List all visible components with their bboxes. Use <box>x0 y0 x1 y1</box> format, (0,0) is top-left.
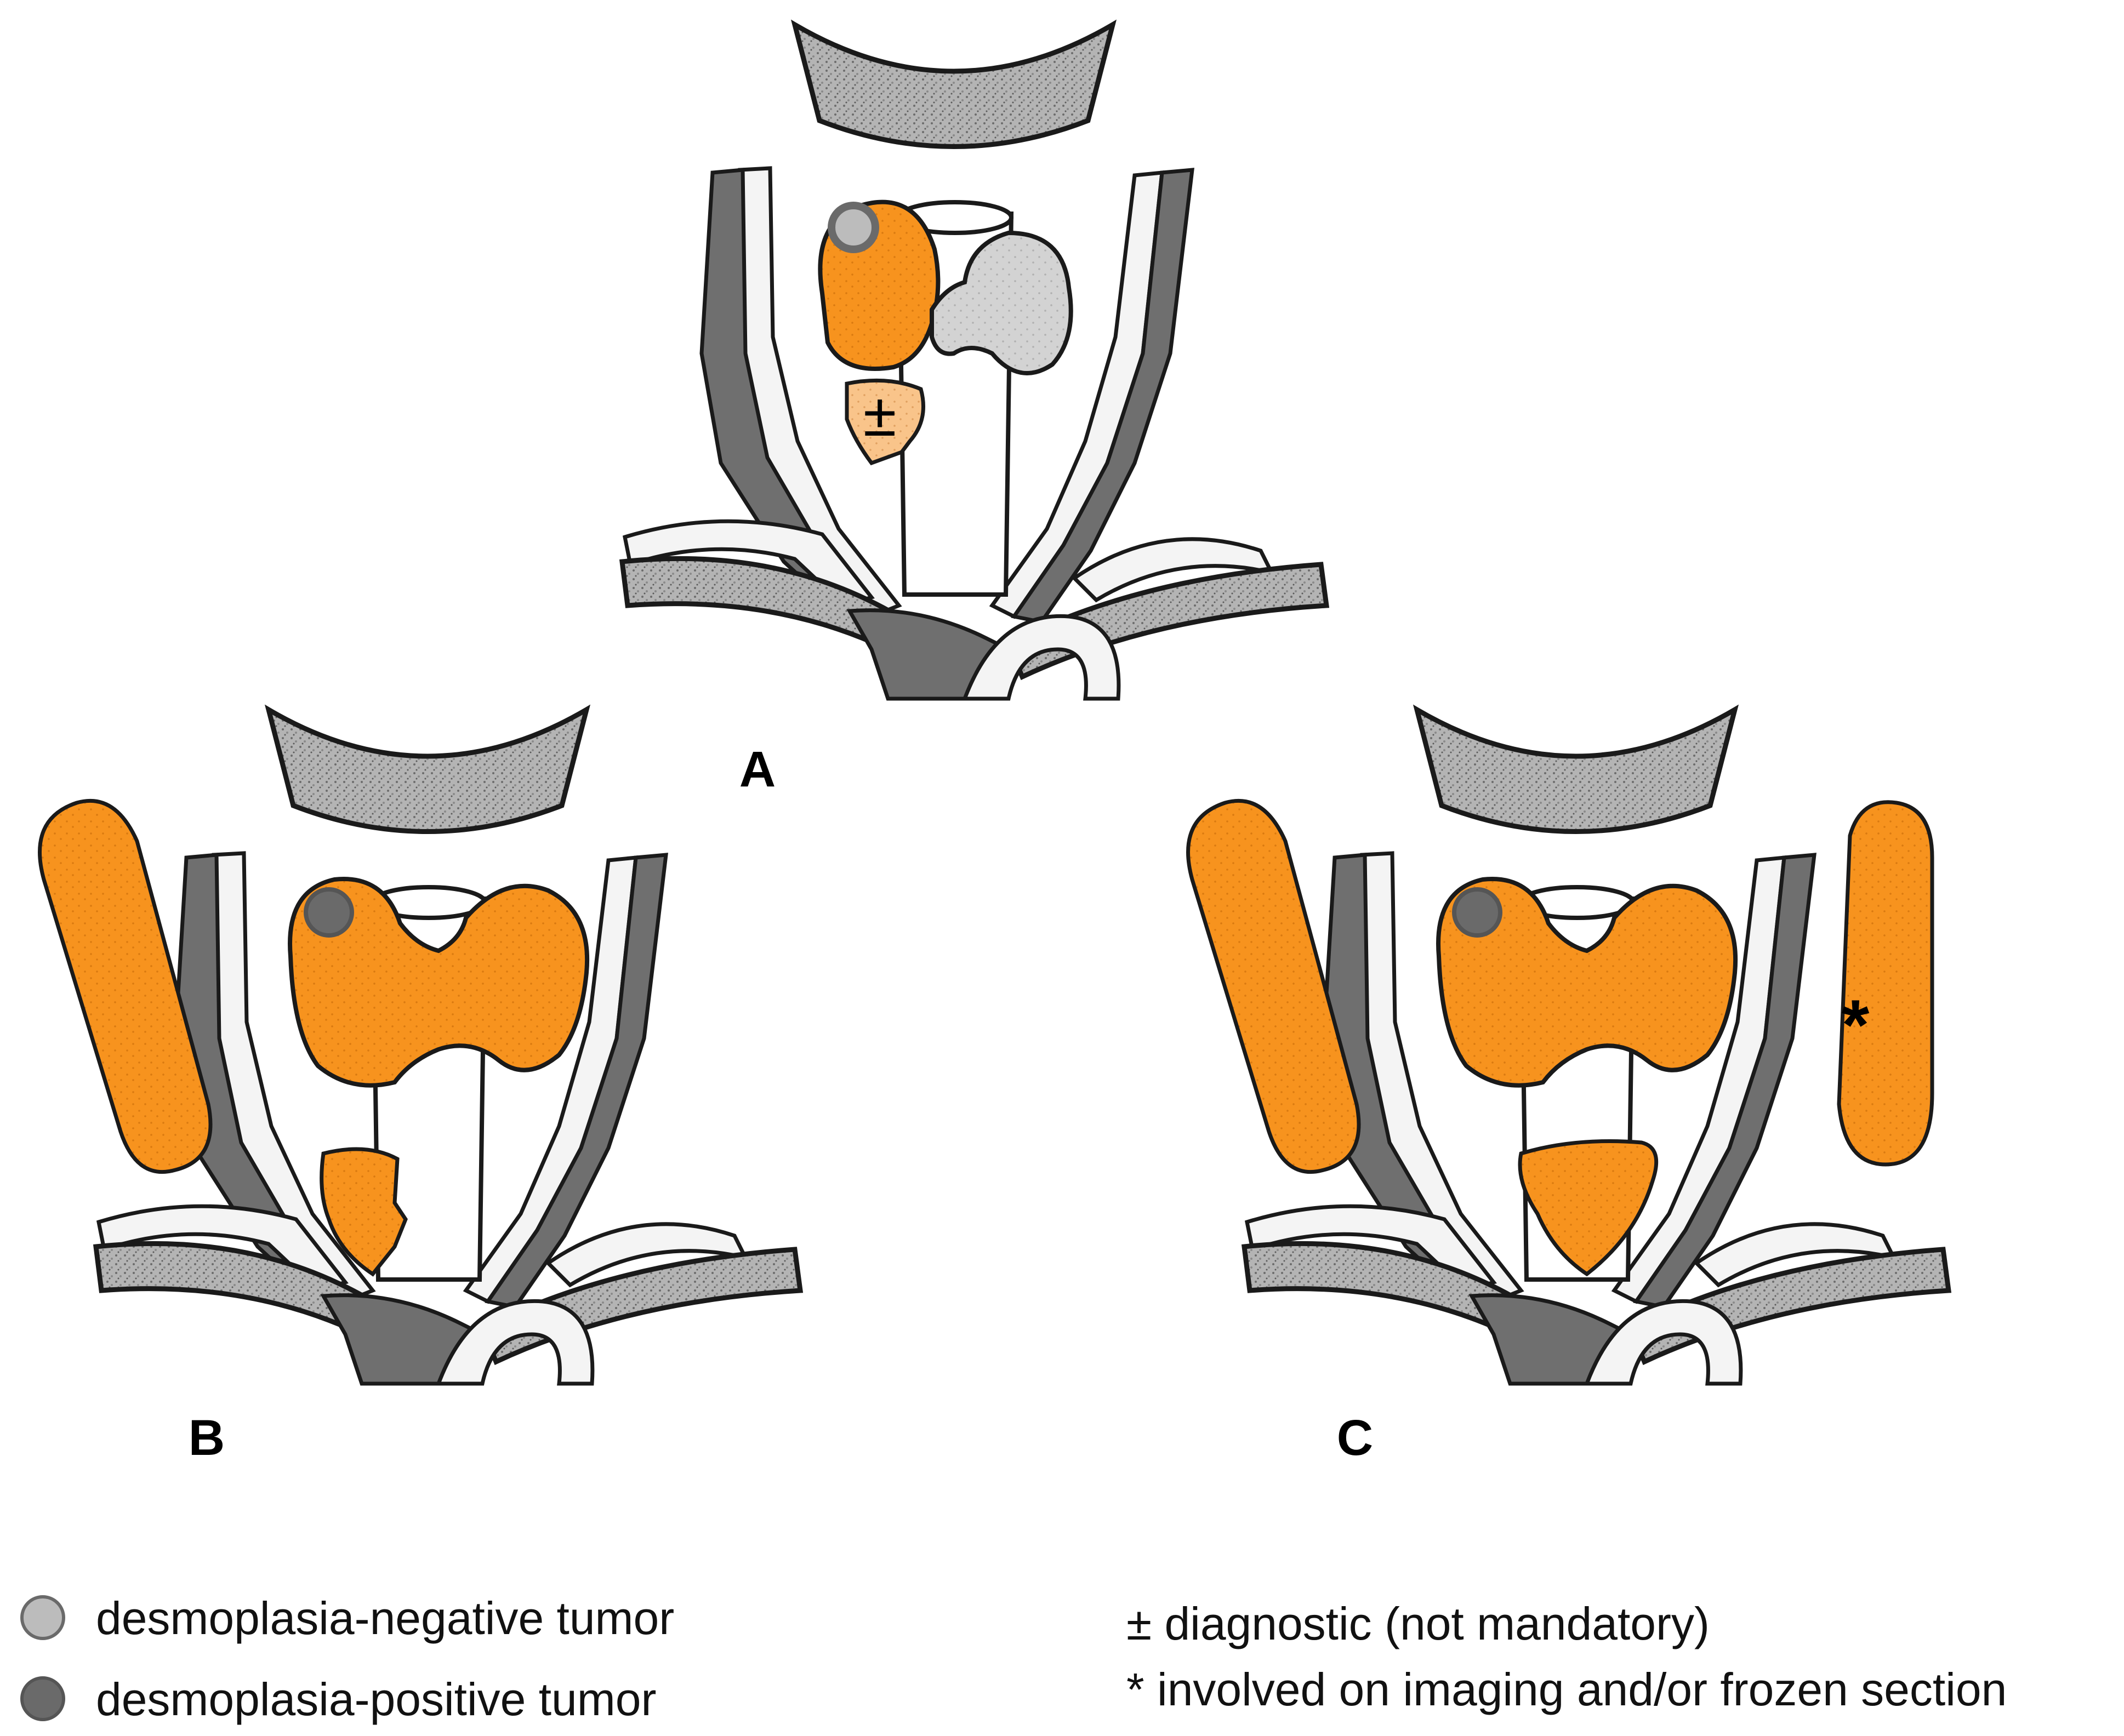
panel-c-label: C <box>1337 1410 1373 1466</box>
panel-b-label: B <box>189 1410 225 1466</box>
panel-b-central-compartment <box>320 1147 408 1277</box>
panel-c-tumor-positive <box>1452 887 1502 938</box>
panel-a-tumor-negative <box>828 202 879 253</box>
panel-a-anatomy <box>622 25 1326 699</box>
panel-c-lateral-compartment-left <box>1837 800 1934 1167</box>
panel-c: * C <box>1186 710 1949 1466</box>
legend: desmoplasia-negative tumor desmoplasia-p… <box>20 1592 2007 1725</box>
legend-involved-note: * involved on imaging and/or frozen sect… <box>1126 1664 2007 1715</box>
panel-c-lateral-compartment-right <box>1186 798 1361 1174</box>
panel-a-thyroid-lobe-remaining <box>930 230 1073 375</box>
panel-c-thyroid <box>1436 877 1738 1088</box>
legend-negative-label: desmoplasia-negative tumor <box>96 1592 674 1644</box>
panel-a-label: A <box>739 741 776 797</box>
panel-a-marker: ± <box>863 381 896 449</box>
legend-positive-label: desmoplasia-positive tumor <box>96 1674 656 1725</box>
panel-a-central-compartment <box>845 378 925 466</box>
panel-a: ± A <box>622 25 1326 797</box>
legend-negative-swatch <box>20 1595 65 1640</box>
panel-b: B <box>38 710 801 1466</box>
legend-diagnostic-note: ± diagnostic (not mandatory) <box>1126 1598 1710 1649</box>
panel-c-marker: * <box>1842 985 1870 1065</box>
panel-b-thyroid <box>288 877 590 1088</box>
legend-positive-swatch <box>20 1676 65 1721</box>
panel-b-tumor-positive <box>304 887 354 938</box>
panel-c-central-compartment <box>1518 1139 1659 1277</box>
panel-b-lateral-compartment <box>38 798 213 1174</box>
